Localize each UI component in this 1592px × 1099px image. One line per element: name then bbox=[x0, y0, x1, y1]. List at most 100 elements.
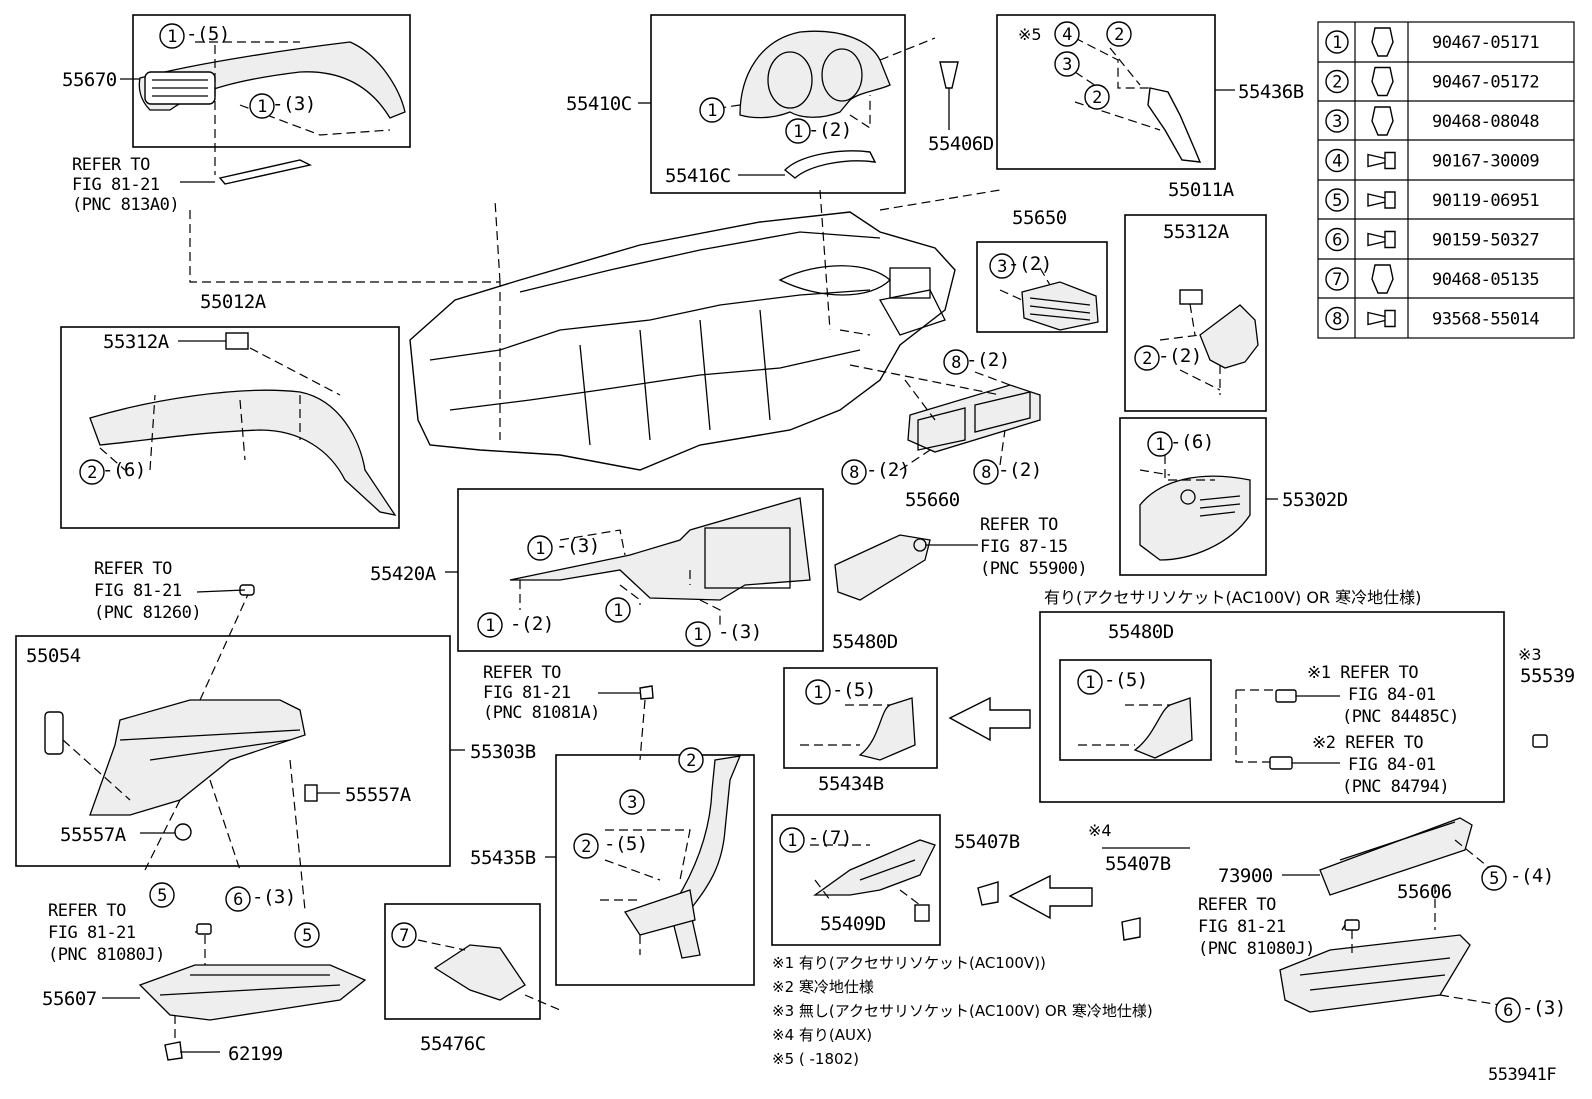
callout-circle bbox=[573, 833, 599, 859]
instrument-panel-reinforcement bbox=[409, 211, 956, 471]
leader-lines bbox=[180, 181, 1346, 933]
footnote: ※3 無し(アクセサリソケット(AC100V) OR 寒冷地仕様) bbox=[772, 1002, 1153, 1020]
callout-number: 5 bbox=[1489, 869, 1499, 889]
footnote: ※2 寒冷地仕様 bbox=[772, 978, 874, 996]
refer-84485C: ※1 REFER TO FIG 84-01 (PNC 84485C) bbox=[1307, 663, 1459, 727]
refer-84794: ※2 REFER TO FIG 84-01 (PNC 84794) bbox=[1312, 733, 1450, 797]
callout-number: 3 bbox=[1062, 55, 1072, 75]
callout-circle bbox=[1481, 865, 1507, 891]
footnote: ※4 有り(AUX) bbox=[772, 1026, 872, 1044]
svg-text:FIG 81-21: FIG 81-21 bbox=[48, 923, 136, 943]
callout-number: 1 bbox=[1155, 435, 1165, 455]
callout-circle bbox=[678, 747, 704, 773]
callout-qty: -(3) bbox=[556, 535, 600, 557]
label-55420A: 55420A bbox=[370, 563, 437, 585]
legend-part-number: 90468-05135 bbox=[1432, 270, 1539, 290]
callout-number: 1 bbox=[485, 616, 495, 636]
svg-text:FIG 87-15: FIG 87-15 bbox=[980, 537, 1068, 557]
legend-number: 1 bbox=[1332, 33, 1342, 53]
mark-5: ※5 bbox=[1018, 25, 1042, 44]
callout-circle bbox=[805, 679, 831, 705]
fastener-icon bbox=[1367, 230, 1396, 249]
callout-qty: -(7) bbox=[808, 827, 852, 849]
label-55607: 55607 bbox=[42, 988, 97, 1010]
refer-81260: REFER TO FIG 81-21 (PNC 81260) bbox=[94, 559, 202, 623]
callout-qty: -(3) bbox=[272, 93, 316, 115]
svg-text:FIG 84-01: FIG 84-01 bbox=[1348, 755, 1436, 775]
label-55312A-right: 55312A bbox=[1163, 221, 1230, 243]
footnotes: ※1 有り(アクセサリソケット(AC100V)) ※2 寒冷地仕様 ※3 無し(… bbox=[772, 954, 1153, 1068]
svg-text:※1 REFER TO: ※1 REFER TO bbox=[1307, 663, 1418, 683]
label-55434B: 55434B bbox=[818, 773, 884, 795]
callout-circle bbox=[1054, 21, 1080, 47]
fastener-icon bbox=[1367, 151, 1396, 170]
svg-text:REFER TO: REFER TO bbox=[1198, 895, 1276, 915]
svg-text:REFER TO: REFER TO bbox=[980, 515, 1058, 535]
callout-number: 1 bbox=[813, 683, 823, 703]
clip-55406D bbox=[939, 61, 959, 130]
group-55606 bbox=[1279, 885, 1501, 1013]
svg-text:FIG 81-21: FIG 81-21 bbox=[72, 175, 160, 195]
label-55660: 55660 bbox=[905, 489, 960, 511]
group-73900 bbox=[1282, 817, 1493, 896]
callout-circle bbox=[779, 827, 805, 853]
refer-81080J-left: REFER TO FIG 81-21 (PNC 81080J) bbox=[48, 901, 165, 965]
legend-part-number: 90167-30009 bbox=[1432, 152, 1539, 172]
legend-number: 3 bbox=[1332, 112, 1342, 132]
label-73900: 73900 bbox=[1218, 865, 1273, 887]
group-55303B bbox=[15, 584, 465, 911]
svg-text:※2 REFER TO: ※2 REFER TO bbox=[1312, 733, 1423, 753]
svg-text:(PNC 84794): (PNC 84794) bbox=[1342, 777, 1449, 797]
callout-circle bbox=[1134, 345, 1160, 371]
callout-number: 3 bbox=[627, 793, 637, 813]
group-55435B bbox=[545, 754, 755, 986]
arrow-left-1 bbox=[948, 696, 1031, 742]
callout-qty: -(4) bbox=[1510, 865, 1554, 887]
callout-number: 2 bbox=[1092, 88, 1102, 108]
fastener-icon bbox=[1371, 106, 1394, 136]
label-55407B-aux: 55407B bbox=[1105, 853, 1171, 875]
callout-circle bbox=[249, 93, 275, 119]
callout-qty: -(2) bbox=[1008, 253, 1052, 275]
label-55011A: 55011A bbox=[1168, 179, 1235, 201]
callout-number: 8 bbox=[981, 463, 991, 483]
legend-number: 8 bbox=[1332, 310, 1342, 330]
callout-number: 1 bbox=[707, 101, 717, 121]
label-55670: 55670 bbox=[62, 69, 117, 91]
label-55409D: 55409D bbox=[820, 913, 886, 935]
svg-text:(PNC 55900): (PNC 55900) bbox=[980, 559, 1087, 579]
fastener-icon bbox=[1371, 27, 1394, 57]
part-55407B-aux bbox=[1102, 847, 1190, 941]
refer-texts: REFER TO FIG 81-21 (PNC 813A0) REFER TO … bbox=[48, 155, 1459, 965]
legend-part-number: 90119-06951 bbox=[1432, 191, 1539, 211]
callout-qty: -(3) bbox=[252, 886, 296, 908]
callout-circle bbox=[149, 882, 175, 908]
refer-81081A: REFER TO FIG 81-21 (PNC 81081A) bbox=[483, 663, 600, 723]
svg-text:REFER TO: REFER TO bbox=[483, 663, 561, 683]
label-55303B: 55303B bbox=[470, 741, 536, 763]
refer-813A0: REFER TO FIG 81-21 (PNC 813A0) bbox=[72, 155, 180, 215]
label-55302D: 55302D bbox=[1282, 489, 1348, 511]
callout-circle bbox=[1106, 21, 1132, 47]
callout-number: 2 bbox=[1114, 25, 1124, 45]
callout-number: 1 bbox=[1085, 673, 1095, 693]
fastener-icon bbox=[1371, 264, 1394, 294]
group-55607 bbox=[102, 923, 367, 1061]
label-55650: 55650 bbox=[1012, 207, 1067, 229]
callout-number: 6 bbox=[233, 890, 243, 910]
callout-number: 8 bbox=[849, 463, 859, 483]
switch-55900 bbox=[834, 534, 978, 601]
callout-circle bbox=[1054, 51, 1080, 77]
callout-number: 5 bbox=[157, 886, 167, 906]
callout-number: 2 bbox=[87, 463, 97, 483]
label-55012A: 55012A bbox=[200, 291, 267, 313]
group-55012A bbox=[60, 326, 400, 529]
arrow-left-2 bbox=[1008, 874, 1093, 920]
